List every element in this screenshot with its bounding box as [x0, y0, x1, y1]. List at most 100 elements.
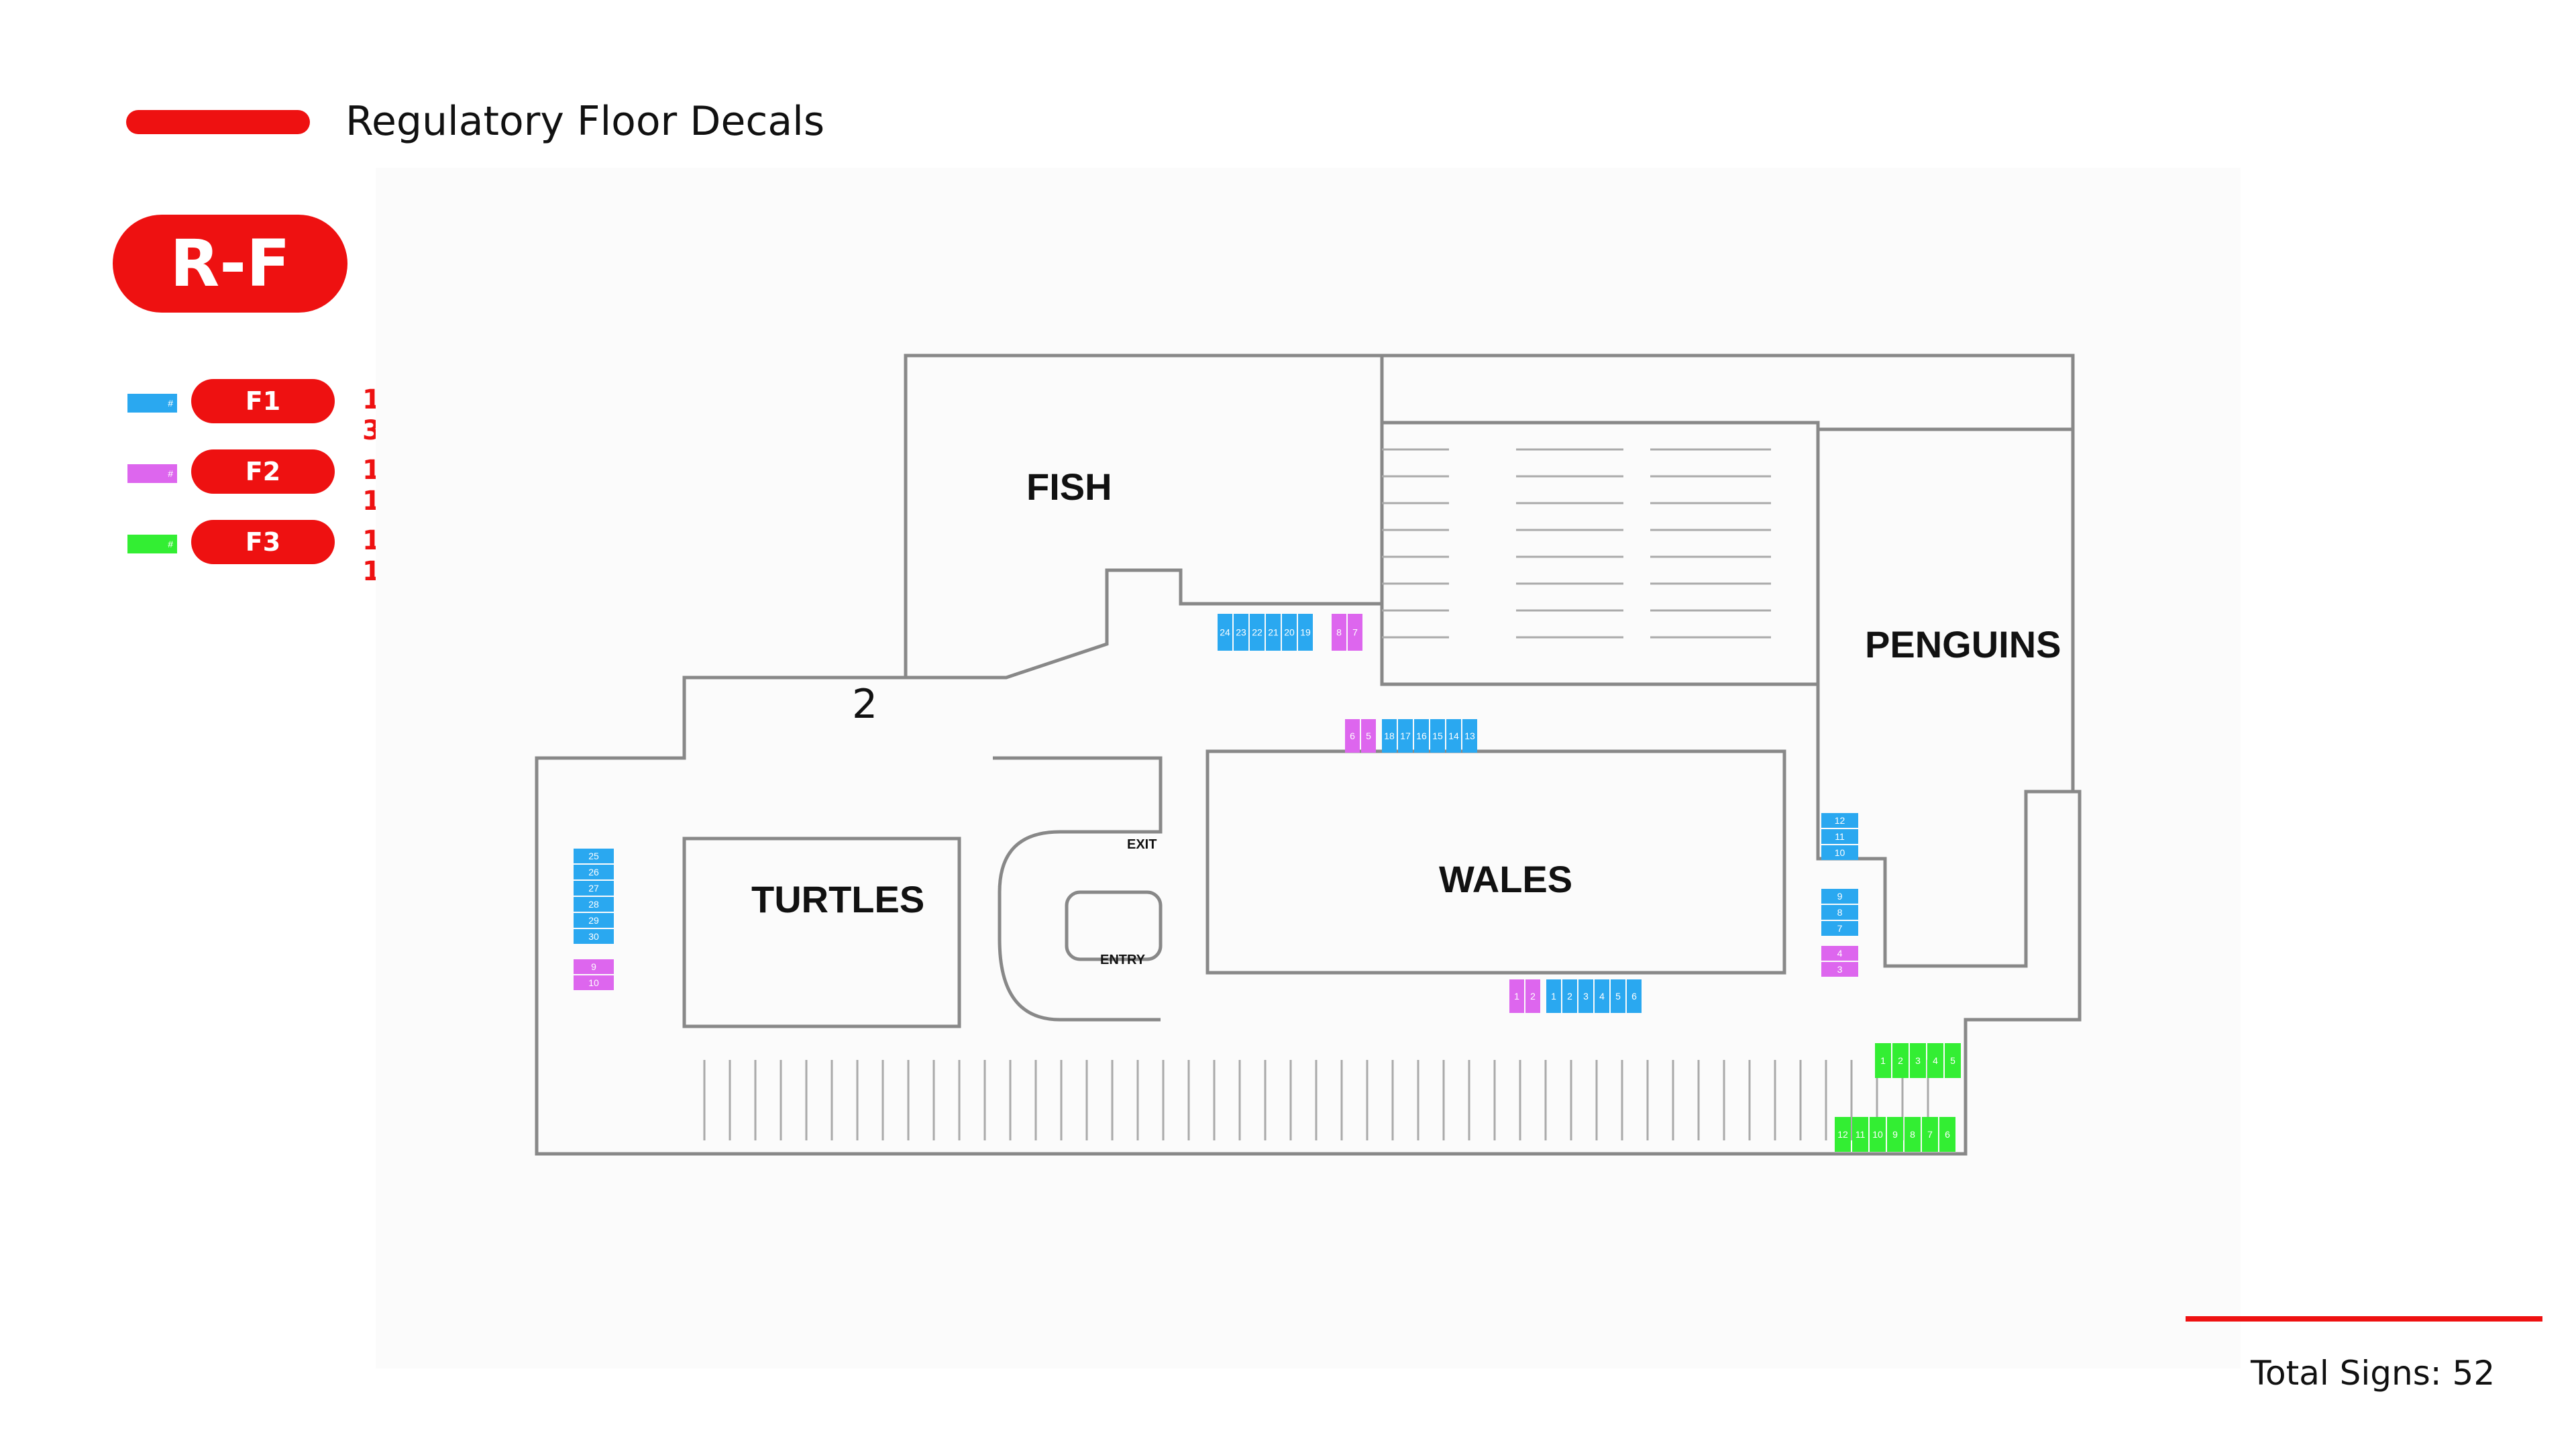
- total-signs: Total Signs: 52: [2251, 1354, 2496, 1393]
- decal-label: 10: [588, 977, 599, 988]
- decal-label: 16: [1416, 731, 1427, 741]
- decal-label: 3: [1915, 1055, 1921, 1066]
- decal-label: 25: [588, 851, 599, 861]
- decal-f1-8: [1821, 905, 1858, 920]
- decal-label: 11: [1856, 1129, 1866, 1140]
- zone-penguins: PENGUINS: [1865, 623, 2061, 665]
- decal-label: 13: [1464, 731, 1475, 741]
- decal-label: 6: [1350, 731, 1355, 741]
- decal-f1-22: [1250, 614, 1265, 651]
- decal-f2-10: [574, 975, 614, 990]
- decal-f2-4: [1821, 946, 1858, 961]
- decal-f1-17: [1398, 719, 1413, 753]
- decal-f1-24: [1218, 614, 1232, 651]
- decal-f1-20: [1282, 614, 1297, 651]
- decal-label: 12: [1837, 1129, 1848, 1140]
- decal-f3-8: [1904, 1117, 1921, 1152]
- decal-f1-12: [1821, 813, 1858, 828]
- decal-f1-1: [1546, 979, 1561, 1013]
- decal-f3-4: [1927, 1043, 1943, 1078]
- bottom-parking-stalls: [703, 1060, 1929, 1140]
- decal-label: 3: [1837, 964, 1843, 975]
- decal-f3-9: [1887, 1117, 1903, 1152]
- level-label: 2: [852, 681, 877, 728]
- decal-f1-18: [1382, 719, 1397, 753]
- decal-f2-7: [1348, 614, 1362, 651]
- decal-f2-6: [1345, 719, 1360, 753]
- decal-f2-9: [574, 959, 614, 974]
- decal-label: 6: [1945, 1129, 1950, 1140]
- decal-f1-3: [1578, 979, 1593, 1013]
- building-outline: [535, 354, 2082, 1156]
- decal-label: 3: [1583, 991, 1589, 1002]
- decal-f3-3: [1910, 1043, 1926, 1078]
- decal-f2-5: [1361, 719, 1376, 753]
- f2-swatch: #: [127, 464, 177, 483]
- decal-label: 22: [1252, 627, 1263, 638]
- decal-label: 8: [1910, 1129, 1915, 1140]
- decal-f1-29: [574, 913, 614, 928]
- decal-f1-28: [574, 897, 614, 912]
- turtles-block: [682, 837, 961, 1028]
- decal-f1-4: [1595, 979, 1609, 1013]
- decal-f3-7: [1922, 1117, 1938, 1152]
- f2-pill: F2: [191, 449, 335, 494]
- decal-label: 30: [588, 931, 599, 942]
- decal-f1-16: [1414, 719, 1429, 753]
- floor-plan-background: [376, 168, 2241, 1368]
- decal-f1-6: [1627, 979, 1642, 1013]
- decal-f3-6: [1939, 1117, 1955, 1152]
- decal-label: 1: [1514, 991, 1519, 1002]
- decal-label: 5: [1366, 731, 1371, 741]
- ramp-core: [1065, 890, 1163, 961]
- decal-label: 7: [1927, 1129, 1933, 1140]
- decal-f3-2: [1892, 1043, 1909, 1078]
- decal-label: 11: [1835, 831, 1845, 842]
- decal-f2-2: [1525, 979, 1540, 1013]
- f3-pill: F3: [191, 520, 335, 564]
- decal-label: 7: [1352, 627, 1358, 638]
- decal-f3-1: [1875, 1043, 1891, 1078]
- penguins-area-outline: [1816, 427, 2075, 968]
- f1-pill: F1: [191, 379, 335, 423]
- parking-stalls: [1382, 448, 1771, 639]
- decal-label: 2: [1530, 991, 1536, 1002]
- decal-label: 9: [1892, 1129, 1898, 1140]
- decal-label: 10: [1835, 847, 1845, 858]
- f1-swatch: #: [127, 394, 177, 413]
- decal-label: 6: [1631, 991, 1637, 1002]
- decal-f1-15: [1430, 719, 1445, 753]
- decal-f2-3: [1821, 962, 1858, 977]
- decal-f1-27: [574, 881, 614, 896]
- decal-label: 9: [591, 961, 596, 972]
- decal-f2-8: [1332, 614, 1346, 651]
- decal-f1-13: [1462, 719, 1477, 753]
- decal-label: 23: [1236, 627, 1246, 638]
- upper-parking-area: [1380, 421, 1820, 686]
- legend-color-bar: [126, 110, 310, 134]
- decal-label: 4: [1837, 948, 1843, 959]
- decal-label: 20: [1284, 627, 1295, 638]
- decal-f2-1: [1509, 979, 1524, 1013]
- ramp-outline: [993, 756, 1163, 1022]
- decal-f1-10: [1821, 845, 1858, 860]
- decal-f1-21: [1266, 614, 1281, 651]
- decal-label: 21: [1268, 627, 1279, 638]
- decal-f1-30: [574, 929, 614, 944]
- decal-f1-7: [1821, 921, 1858, 936]
- decal-label: 28: [588, 899, 599, 910]
- zone-wales: WALES: [1439, 858, 1572, 900]
- decal-label: 8: [1837, 907, 1843, 918]
- decal-label: 8: [1336, 627, 1342, 638]
- decal-f1-23: [1234, 614, 1248, 651]
- decal-label: 14: [1448, 731, 1459, 741]
- decal-f1-11: [1821, 829, 1858, 844]
- wales-block: [1205, 749, 1786, 975]
- decal-label: 24: [1220, 627, 1230, 638]
- decal-label: 5: [1615, 991, 1621, 1002]
- f3-swatch: #: [127, 535, 177, 553]
- decal-f1-9: [1821, 889, 1858, 904]
- decal-label: 15: [1432, 731, 1443, 741]
